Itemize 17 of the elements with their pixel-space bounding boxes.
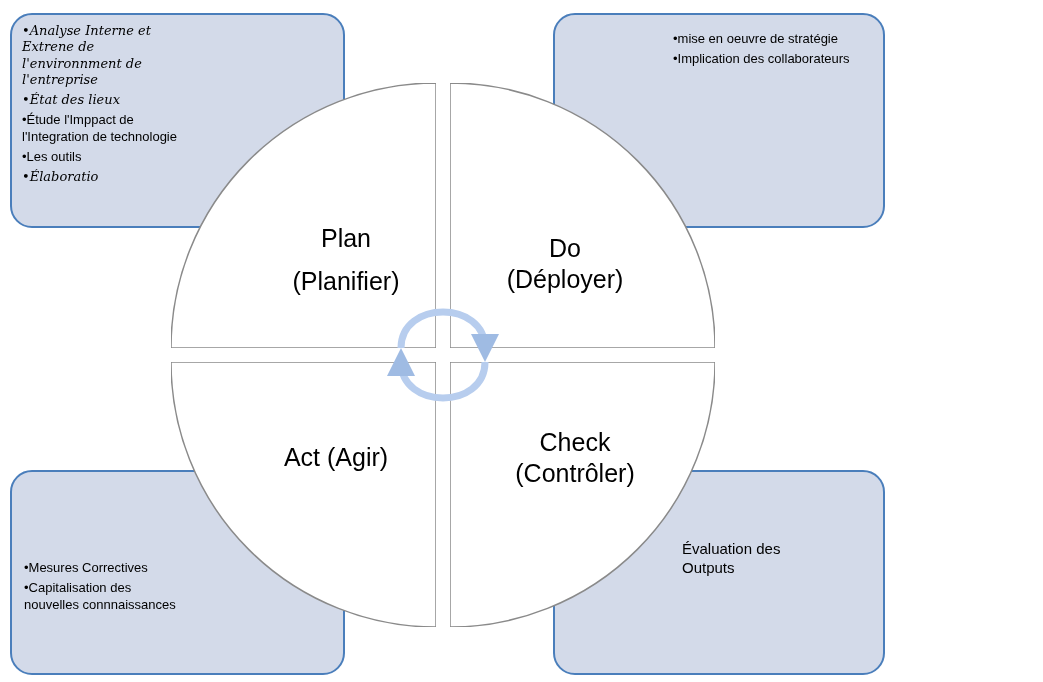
bullet-text: •Capitalisation des nouvelles connnaissances [24, 580, 177, 613]
bullet-text: •mise en oeuvre de stratégie [673, 31, 839, 48]
bullet-text: •Les outils [22, 148, 83, 165]
bullet-text: •Étude l'Imppact de l'Integration de technologie [22, 112, 178, 145]
quadrant-label: (Planifier) [292, 266, 400, 298]
bullet-text: •État des lieux [22, 92, 122, 109]
quadrant-label: Check (Contrôler) [514, 427, 636, 490]
bullet-text: •Implication des collaborateurs [673, 51, 851, 68]
quadrant-label: Act (Agir) [283, 442, 389, 473]
quadrant-label: Plan [320, 223, 371, 254]
bullet-text: •Analyse Interne et Extrene de l'environnment de l'entreprise [22, 23, 152, 88]
cycle-arrow [397, 308, 497, 362]
bullet-text: •Élaboratio [22, 169, 100, 186]
bullet-text: Évaluation des Outputs [682, 540, 782, 578]
bullet-text: •Mesures Correctives [24, 560, 149, 577]
cycle-arrow [389, 348, 489, 402]
quadrant-label: Do (Déployer) [505, 233, 625, 296]
